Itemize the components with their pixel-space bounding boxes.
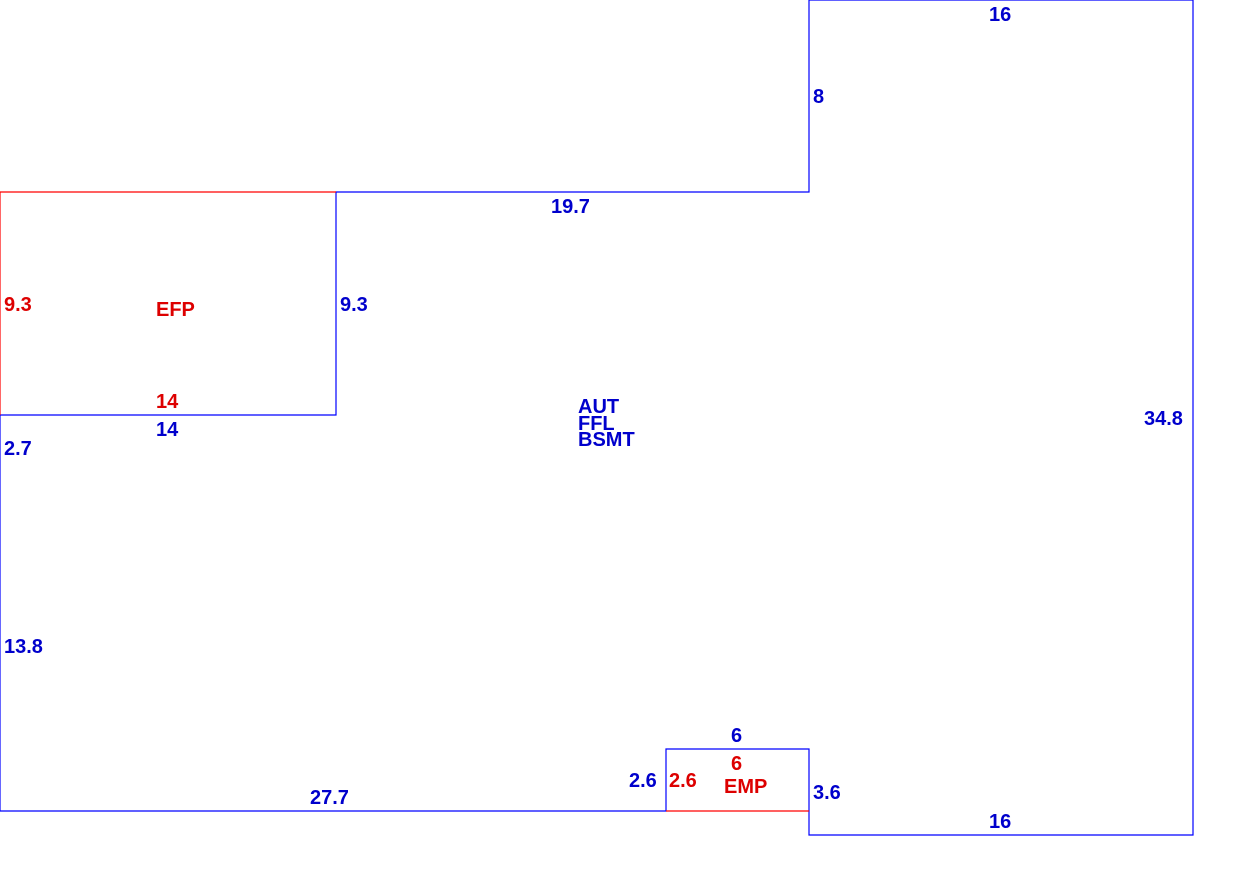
efp-dim-left: 9.3 (4, 294, 32, 316)
dim-left-lower: 13.8 (4, 636, 43, 658)
dim-top-right: 16 (989, 4, 1011, 26)
dim-efp-right: 9.3 (340, 294, 368, 316)
efp-dim-bottom: 14 (156, 391, 179, 413)
dim-left-upper: 2.7 (4, 438, 32, 460)
dim-bottom-left: 27.7 (310, 787, 349, 809)
emp-dim-top: 6 (731, 753, 742, 775)
dim-top-middle: 19.7 (551, 196, 590, 218)
area-code-bsmt: BSMT (578, 429, 635, 451)
dim-emp-right: 3.6 (813, 782, 841, 804)
area-code-aut: AUT (578, 396, 619, 418)
dim-emp-left-main: 2.6 (629, 770, 657, 792)
emp-dim-left: 2.6 (669, 770, 697, 792)
efp-outline (0, 191, 336, 415)
dim-right: 34.8 (1144, 408, 1183, 430)
dim-emp-top-main: 6 (731, 725, 742, 747)
area-code-ffl: FFL (578, 413, 615, 435)
efp-code: EFP (156, 299, 195, 321)
dim-efp-bottom-main: 14 (156, 419, 179, 441)
dim-right-upper-left-side: 8 (813, 86, 824, 108)
dim-bottom-right: 16 (989, 811, 1011, 833)
emp-code: EMP (724, 776, 767, 798)
